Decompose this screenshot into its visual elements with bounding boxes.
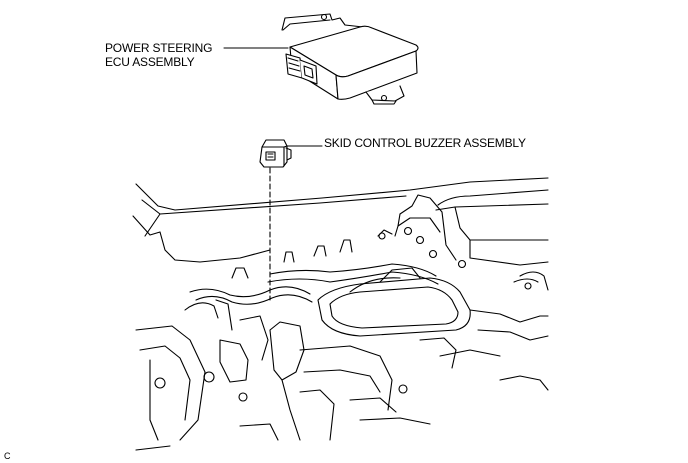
ecu-label-line2: ECU ASSEMBLY <box>105 55 195 69</box>
buzzer-label: SKID CONTROL BUZZER ASSEMBLY <box>324 136 526 150</box>
skid-control-buzzer-illustration <box>259 139 292 168</box>
ecu-label-line1: POWER STEERING <box>105 41 213 55</box>
instrument-panel-illustration <box>132 177 549 451</box>
figure-code: C <box>4 451 11 461</box>
power-steering-ecu-illustration <box>281 13 419 105</box>
